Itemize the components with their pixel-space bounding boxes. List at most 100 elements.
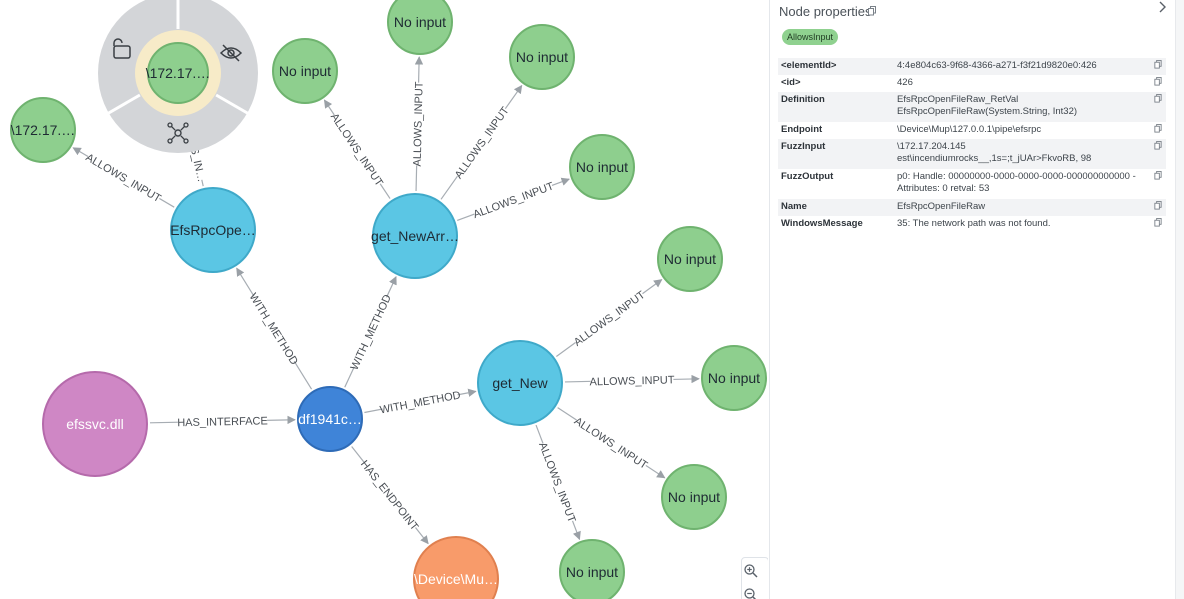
panel-title: Node properties xyxy=(779,4,872,19)
scrollbar-track[interactable] xyxy=(1175,0,1184,599)
properties-panel: Node properties AllowsInput <elementId> 4… xyxy=(769,0,1175,599)
copy-icon[interactable] xyxy=(1154,124,1162,133)
edge-label: ALLOWS_INPUT xyxy=(572,414,650,472)
property-row: Endpoint\Device\Mup\127.0.0.1\pipe\efsrp… xyxy=(778,122,1166,139)
node-label: efssvc.dll xyxy=(66,416,124,432)
property-key: Definition xyxy=(781,94,825,105)
property-key: FuzzInput xyxy=(781,141,826,152)
node-label: No input xyxy=(668,489,720,505)
copy-icon[interactable] xyxy=(1154,77,1162,86)
zoom-out-icon[interactable] xyxy=(742,586,760,599)
property-value: 4:4e804c63-9f68-4366-a271-f3f21d9820e0:4… xyxy=(897,60,1097,71)
node-label: get_New xyxy=(492,375,548,391)
edge-label-text: ALLOWS_INPUT xyxy=(572,289,648,349)
radial-menu-divider xyxy=(215,93,250,116)
edge-label-text: HAS_INTERFACE xyxy=(177,415,268,429)
chevron-right-icon[interactable] xyxy=(1155,0,1169,14)
copy-icon[interactable] xyxy=(1154,171,1162,180)
node-label: \172.17.… xyxy=(146,65,211,81)
node-label: No input xyxy=(394,14,446,30)
edge-label-text: WITH_METHOD xyxy=(379,389,462,416)
edge-label: ALLOWS_INPUT xyxy=(409,81,426,167)
graph-node-endpoint[interactable]: \Device\Mu… xyxy=(413,536,499,599)
copy-icon[interactable] xyxy=(1154,141,1162,150)
property-key: Endpoint xyxy=(781,124,823,135)
node-label: No input xyxy=(708,370,760,386)
node-label: \Device\Mu… xyxy=(414,571,498,587)
property-row: FuzzOutput p0: Handle: 00000000-0000-0000… xyxy=(778,169,1166,199)
property-row: <elementId> 4:4e804c63-9f68-4366-a271-f3f… xyxy=(778,58,1166,75)
edge-label-text: WITH_METHOD xyxy=(247,291,300,367)
node-label: No input xyxy=(664,251,716,267)
property-value: p0: Handle: 00000000-0000-0000-0000-0000… xyxy=(897,171,1136,194)
edge-label: ALLOWS_INPUT xyxy=(328,111,387,189)
edge-label-text: ALLOWS_INPUT xyxy=(572,415,650,472)
graph-canvas[interactable]: HAS_INTERFACE WITH_METHOD WITH_METHOD WITH_… xyxy=(0,0,768,599)
property-row: Definition EfsRpcOpenFileRaw_RetVal EfsRp… xyxy=(778,92,1166,122)
property-key: Name xyxy=(781,201,807,212)
copy-icon[interactable] xyxy=(1154,218,1162,227)
edge-label: ALLOWS_INPUT xyxy=(536,441,580,525)
copy-icon[interactable] xyxy=(1154,60,1162,69)
edge-label-text: ALLOWS_INPUT xyxy=(412,81,426,167)
edge-label-text: ALLOWS_INPUT xyxy=(328,111,385,189)
edge-label: ALLOWS_INPUT xyxy=(451,104,512,181)
unlock-icon[interactable] xyxy=(113,38,131,59)
property-row: <id> 426 xyxy=(778,75,1166,92)
edge-label-text: HAS_ENDPOINT xyxy=(358,458,421,533)
property-row: Name EfsRpcOpenFileRaw xyxy=(778,199,1166,216)
graph-node-ip-selected[interactable]: \172.17.… xyxy=(146,42,211,104)
copy-icon[interactable] xyxy=(1154,94,1162,103)
edge-label: ALLOWS_INPUT xyxy=(571,288,648,349)
graph-svg[interactable]: HAS_INTERFACE WITH_METHOD WITH_METHOD WITH_… xyxy=(0,0,768,599)
graph-node-noinput-3[interactable]: No input xyxy=(509,24,575,90)
zoom-in-icon[interactable] xyxy=(742,562,760,580)
edge-label-text: ALLOWS_INPUT xyxy=(453,105,512,181)
edge-label: HAS_ENDPOINT xyxy=(358,458,422,533)
edge-label-text: WITH_METHOD xyxy=(349,293,394,372)
graph-node-getnewarr[interactable]: get_NewArr… xyxy=(371,193,459,279)
property-key: FuzzOutput xyxy=(781,171,834,182)
property-value: 35: The network path was not found. xyxy=(897,218,1051,229)
node-label: No input xyxy=(576,159,628,175)
graph-node-noinput-8[interactable]: No input xyxy=(559,539,625,599)
graph-node-getnew[interactable]: get_New xyxy=(477,340,563,426)
graph-node-noinput-7[interactable]: No input xyxy=(661,464,727,530)
radial-menu-divider xyxy=(106,93,141,116)
property-key: <id> xyxy=(781,77,801,88)
edge-label-text: ALLOWS_INPUT xyxy=(589,374,675,388)
edge-label-text: ALLOWS_INPUT xyxy=(472,180,556,221)
edge-label: ALLOWS_INPUT xyxy=(472,178,556,221)
graph-node-noinput-6[interactable]: No input xyxy=(701,345,767,411)
property-key: WindowsMessage xyxy=(781,218,863,229)
node-label: No input xyxy=(279,63,331,79)
property-key: <elementId> xyxy=(781,60,837,71)
copy-icon[interactable] xyxy=(1154,201,1162,210)
graph-node-ip-left[interactable]: \172.17.… xyxy=(10,97,76,163)
edge-label: WITH_METHOD xyxy=(379,387,462,416)
node-label: get_NewArr… xyxy=(371,228,459,244)
node-label: df1941c… xyxy=(298,411,362,427)
expand-graph-icon[interactable] xyxy=(167,122,189,144)
graph-node-interface[interactable]: df1941c… xyxy=(297,386,363,452)
edge-label: WITH_METHOD xyxy=(347,293,394,372)
eye-off-icon[interactable] xyxy=(219,44,243,62)
edge-label: ALLOWS_INPUT xyxy=(84,150,164,206)
graph-node-noinput-4[interactable]: No input xyxy=(569,134,635,200)
node-label: No input xyxy=(566,564,618,580)
graph-node-dll[interactable]: efssvc.dll xyxy=(42,371,148,477)
property-value: EfsRpcOpenFileRaw_RetVal EfsRpcOpenFileR… xyxy=(897,94,1078,117)
edge-label-text: ALLOWS_INPUT xyxy=(84,152,164,206)
label-badge[interactable]: AllowsInput xyxy=(782,29,839,45)
property-value: 426 xyxy=(897,77,913,88)
property-value: EfsRpcOpenFileRaw xyxy=(897,201,986,212)
edge-label: ALLOWS_INPUT xyxy=(589,372,675,388)
graph-node-efsrpc[interactable]: EfsRpcOpe… xyxy=(170,187,256,273)
property-row: FuzzInput \172.17.204.145 est\incendiumro… xyxy=(778,139,1166,169)
graph-node-noinput-1[interactable]: No input xyxy=(272,38,338,104)
property-row: WindowsMessage 35: The network path was n… xyxy=(778,216,1166,233)
property-value: \172.17.204.145 est\incendiumrocks__,1s=… xyxy=(897,141,1092,164)
graph-node-noinput-2[interactable]: No input xyxy=(387,0,453,55)
copy-icon[interactable] xyxy=(868,6,876,16)
graph-node-noinput-5[interactable]: No input xyxy=(657,226,723,292)
